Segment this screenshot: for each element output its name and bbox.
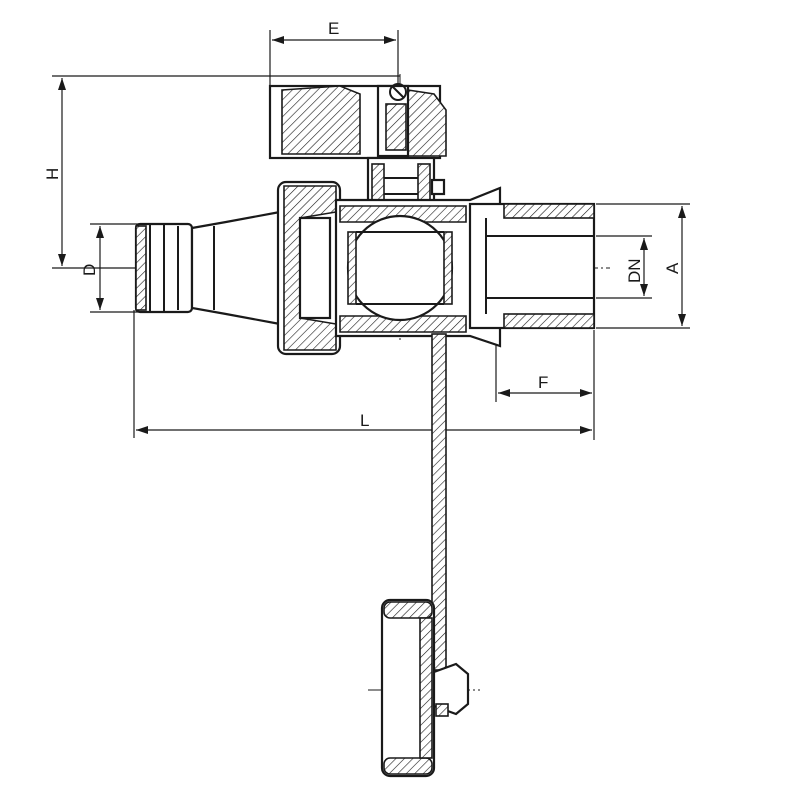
dimension-dn: DN (596, 235, 652, 299)
label-e: E (328, 19, 339, 38)
dimension-h: H (43, 75, 400, 269)
dimension-a: A (596, 203, 690, 329)
dimension-l: L (133, 310, 592, 438)
centerlines (122, 74, 610, 691)
dimension-d: D (80, 223, 140, 313)
push-fit-connector (134, 210, 282, 326)
union-nut (276, 180, 342, 356)
valve-body (334, 186, 502, 348)
label-l: L (360, 411, 369, 430)
dimension-f: F (495, 330, 595, 440)
label-h: H (43, 168, 62, 180)
label-d: D (80, 264, 99, 276)
label-a: A (663, 262, 682, 274)
label-dn: DN (625, 258, 644, 283)
threaded-end (468, 202, 596, 330)
lever-handle (268, 83, 447, 160)
label-f: F (538, 373, 548, 392)
dust-cap (380, 598, 470, 778)
